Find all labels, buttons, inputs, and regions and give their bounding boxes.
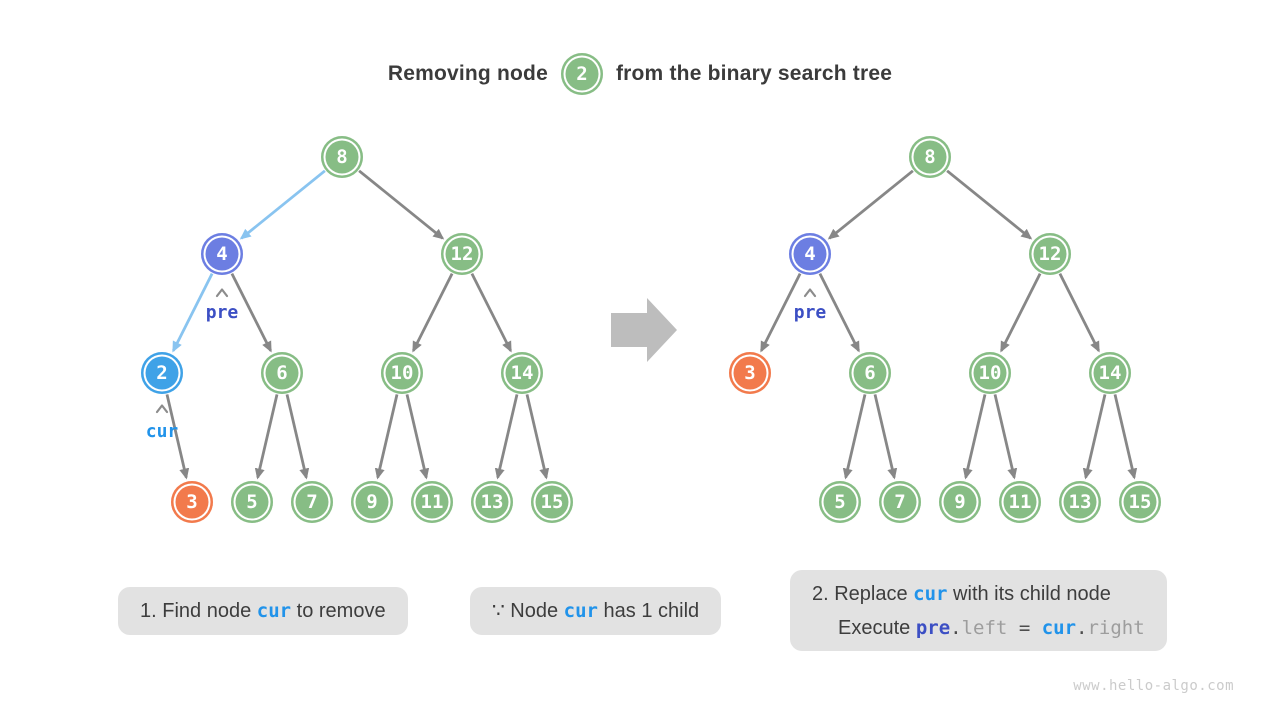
tree-after-edge-14-13 — [1082, 394, 1107, 480]
tree-after-node-11: 11 — [999, 481, 1041, 523]
tree-before-node-11: 11 — [411, 481, 453, 523]
tree-after-node-3: 3 — [729, 352, 771, 394]
transition-arrow-icon — [611, 298, 677, 362]
title-prefix: Removing node — [387, 62, 548, 85]
tree-before-edge-12-10 — [412, 272, 454, 353]
tree-after-node-10: 10 — [969, 352, 1011, 394]
tree-before-node-15: 15 — [531, 481, 573, 523]
tree-after-edge-14-15 — [1113, 394, 1138, 480]
tree-after-pointer-pre: pre — [793, 302, 827, 323]
caption-segment: Execute — [838, 616, 916, 639]
caption-segment: cur — [1041, 616, 1077, 639]
caret-up-icon — [215, 288, 229, 298]
tree-after-edge-6-5 — [842, 394, 867, 480]
tree-after-node-8: 8 — [909, 136, 951, 178]
tree-before-node-3: 3 — [171, 481, 213, 523]
tree-after-node-5: 5 — [819, 481, 861, 523]
tree-before-edge-10-9 — [374, 394, 399, 480]
watermark: www.hello-algo.com — [1073, 678, 1234, 694]
caption-segment: cur — [563, 600, 598, 622]
tree-before-node-4: 4 — [201, 233, 243, 275]
tree-after-edge-10-9 — [962, 394, 987, 480]
caption-segment: right — [1087, 616, 1145, 639]
step1-caption: 1. Find node cur to remove — [118, 587, 408, 635]
tree-after-edge-8-4 — [827, 169, 914, 240]
tree-before-pointer-cur: cur — [145, 421, 179, 442]
tree-after-node-9: 9 — [939, 481, 981, 523]
tree-after-node-15: 15 — [1119, 481, 1161, 523]
tree-after-edge-10-11 — [993, 394, 1018, 480]
tree-before-edge-6-5 — [254, 394, 279, 480]
tree-before-edge-6-7 — [285, 394, 310, 480]
caption-line: ∵ Node cur has 1 child — [492, 594, 699, 628]
tree-before-node-9: 9 — [351, 481, 393, 523]
caption-segment: with its child node — [947, 582, 1111, 605]
tree-after-node-4: 4 — [789, 233, 831, 275]
caption-segment: . — [950, 616, 962, 639]
caption-line: 2. Replace cur with its child node — [812, 577, 1145, 611]
caption-segment: cur — [256, 600, 292, 622]
tree-after-edge-12-14 — [1058, 272, 1100, 353]
tree-before-edge-8-4 — [239, 169, 326, 240]
tree-before-edge-8-12 — [358, 169, 445, 240]
tree-before-node-14: 14 — [501, 352, 543, 394]
caption-segment: pre — [915, 616, 951, 639]
tree-after-edge-8-12 — [946, 169, 1033, 240]
caption-segment: left — [961, 616, 1008, 639]
tree-after-node-6: 6 — [849, 352, 891, 394]
tree-before-edge-10-11 — [405, 394, 430, 480]
caption-segment: has 1 child — [597, 600, 700, 622]
caption-line: Execute pre.left = cur.right — [812, 611, 1145, 645]
caption-segment: . — [1076, 616, 1088, 639]
caption-segment: cur — [913, 582, 948, 605]
caption-segment: 1. Find node — [140, 600, 257, 622]
diagram-title: Removing node 2 from the binary search t… — [0, 52, 1280, 96]
caret-up-icon — [803, 288, 817, 298]
caption-segment: ∵ Node — [492, 600, 564, 622]
tree-before-pointer-pre: pre — [205, 302, 239, 323]
tree-before-node-8: 8 — [321, 136, 363, 178]
caption-segment: = — [1007, 616, 1042, 639]
tree-before-node-10: 10 — [381, 352, 423, 394]
caret-up-icon — [155, 404, 169, 414]
tree-after-edge-6-7 — [873, 394, 898, 480]
title-suffix: from the binary search tree — [615, 62, 893, 85]
title-node-circle: 2 — [560, 53, 603, 95]
tree-before-node-2: 2 — [141, 352, 183, 394]
tree-before-edge-12-14 — [470, 272, 512, 353]
tree-after-node-14: 14 — [1089, 352, 1131, 394]
tree-before-node-7: 7 — [291, 481, 333, 523]
caption-line: 1. Find node cur to remove — [140, 594, 386, 628]
tree-before-node-12: 12 — [441, 233, 483, 275]
caption-segment: 2. Replace — [812, 582, 914, 605]
tree-before-node-13: 13 — [471, 481, 513, 523]
caption-segment: to remove — [291, 600, 386, 622]
tree-after-edge-12-10 — [1000, 272, 1042, 353]
tree-before-edge-14-13 — [494, 394, 519, 480]
tree-after-node-13: 13 — [1059, 481, 1101, 523]
tree-before-node-6: 6 — [261, 352, 303, 394]
tree-before-edge-14-15 — [525, 394, 550, 480]
tree-after-node-12: 12 — [1029, 233, 1071, 275]
reason-caption: ∵ Node cur has 1 child — [470, 587, 722, 635]
tree-before-node-5: 5 — [231, 481, 273, 523]
tree-after-node-7: 7 — [879, 481, 921, 523]
